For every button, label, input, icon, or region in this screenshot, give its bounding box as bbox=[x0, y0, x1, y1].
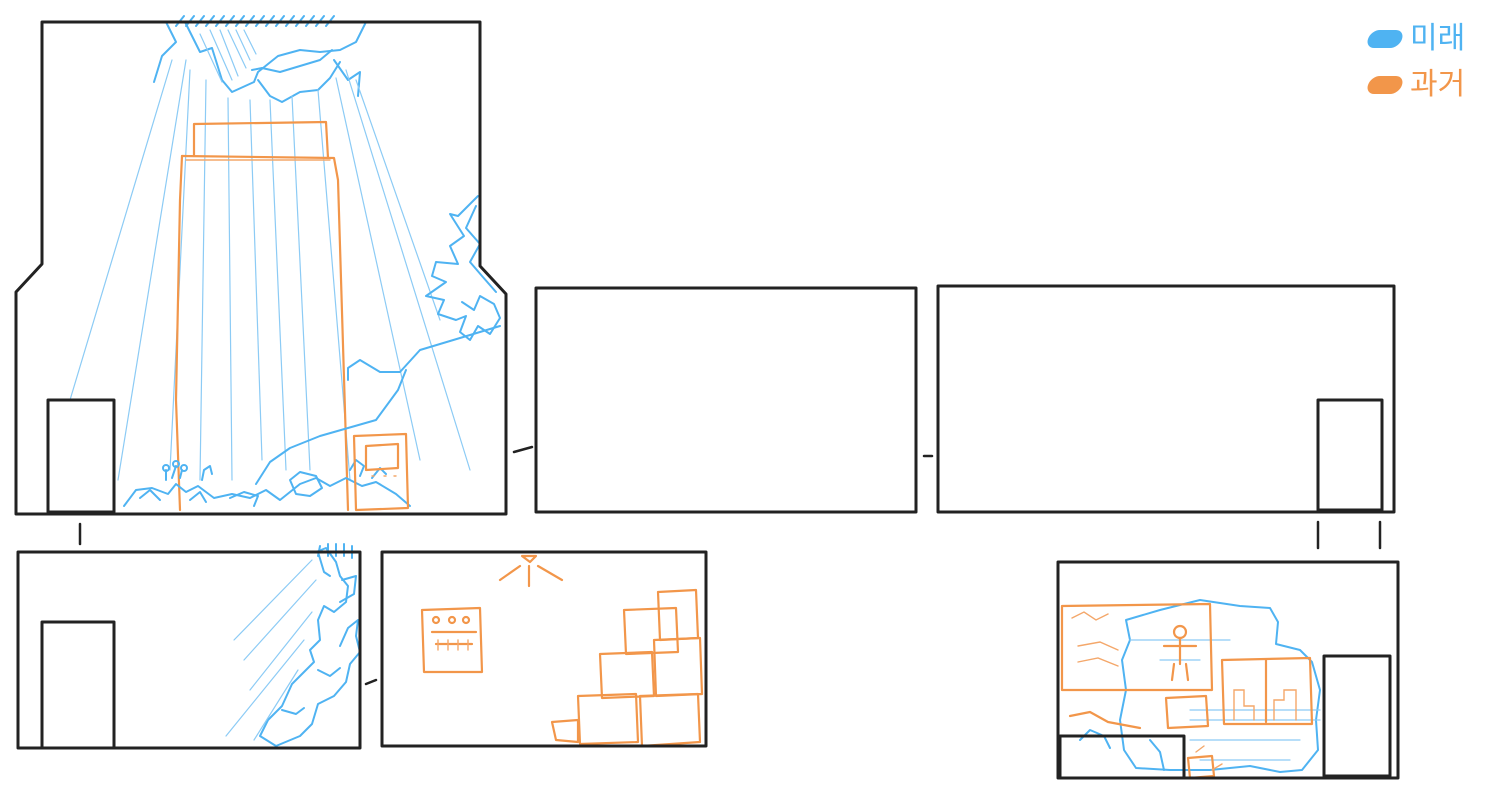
connector-lowerleft-lowermiddle bbox=[364, 678, 378, 686]
legend-label-future: 미래 bbox=[1410, 21, 1466, 56]
right-room bbox=[936, 284, 1396, 514]
right-room-door[interactable] bbox=[1316, 398, 1384, 512]
lower-right-door[interactable] bbox=[1322, 654, 1392, 778]
future-swatch-icon bbox=[1365, 30, 1405, 48]
lower-left-door[interactable] bbox=[40, 620, 116, 750]
control-panel bbox=[420, 606, 484, 674]
desk bbox=[1068, 694, 1223, 780]
overgrowth bbox=[1079, 599, 1321, 773]
past-swatch-icon bbox=[1365, 76, 1405, 94]
city-window bbox=[1220, 656, 1314, 726]
lower-left-room bbox=[16, 543, 362, 750]
middle-room bbox=[534, 286, 918, 514]
ruined-ceiling bbox=[153, 15, 367, 103]
lower-right-room bbox=[1056, 560, 1400, 780]
crate-stack bbox=[550, 588, 704, 748]
ceiling-lamp bbox=[498, 554, 564, 588]
wall-vines bbox=[255, 195, 501, 485]
legend-item-past: 과거 bbox=[1365, 64, 1478, 106]
legend-item-future: 미래 bbox=[1365, 18, 1478, 60]
main-hall-room bbox=[14, 15, 508, 516]
main-hall-door[interactable] bbox=[46, 398, 116, 514]
broken-wall bbox=[225, 543, 361, 747]
tall-structure bbox=[174, 120, 350, 512]
lower-right-inner-box bbox=[1058, 734, 1186, 780]
arcade-machine bbox=[352, 432, 410, 512]
connector-hall-middle bbox=[512, 445, 534, 454]
plants-rubble bbox=[123, 459, 411, 507]
legend: 미래 과거 bbox=[1365, 18, 1478, 110]
legend-label-past: 과거 bbox=[1410, 67, 1466, 102]
lower-middle-room bbox=[380, 550, 708, 748]
wall-screen bbox=[1060, 602, 1214, 692]
